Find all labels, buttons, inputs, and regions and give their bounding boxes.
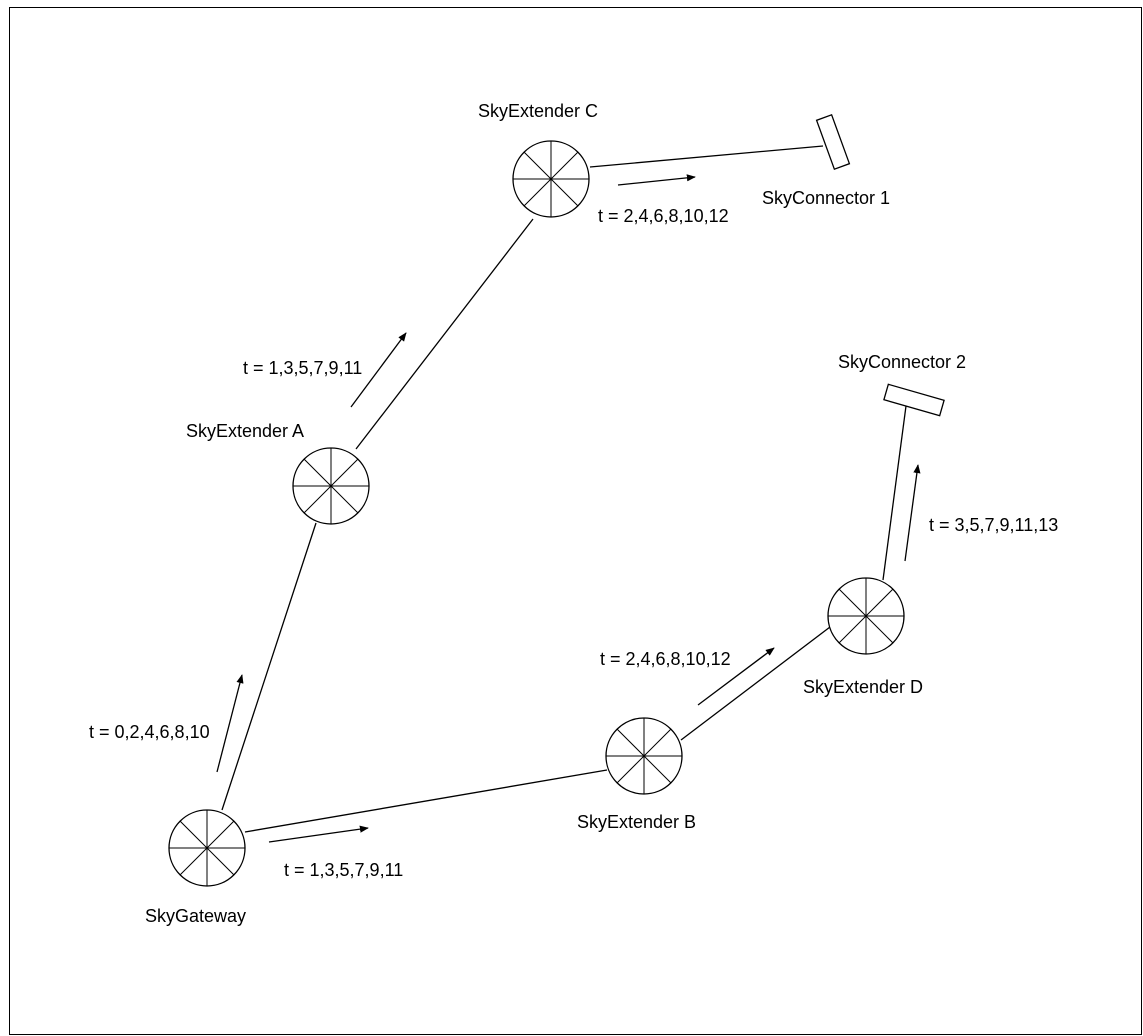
link-c-connector1 bbox=[589, 145, 824, 168]
timing-gateway-a-label: t = 0,2,4,6,8,10 bbox=[89, 722, 210, 742]
sky-extender-b-node bbox=[605, 717, 683, 795]
sky-extender-a-label: SkyExtender A bbox=[186, 421, 304, 441]
link-a-c bbox=[355, 218, 534, 450]
arrow-gateway-b bbox=[268, 825, 369, 843]
timing-b-d-label: t = 2,4,6,8,10,12 bbox=[600, 649, 731, 669]
sky-connector-1-shape bbox=[815, 113, 851, 171]
link-gateway-b bbox=[244, 769, 608, 833]
sky-extender-a-node bbox=[292, 447, 370, 525]
sky-connector-1-label: SkyConnector 1 bbox=[762, 188, 890, 208]
link-gateway-a bbox=[221, 522, 317, 811]
timing-c-connector1-label: t = 2,4,6,8,10,12 bbox=[598, 206, 729, 226]
diagram-frame bbox=[9, 7, 1142, 1035]
sky-extender-c-node bbox=[512, 140, 590, 218]
arrow-c-connector1 bbox=[617, 174, 696, 186]
sky-extender-d-node bbox=[827, 577, 905, 655]
sky-extender-c-label: SkyExtender C bbox=[478, 101, 598, 121]
sky-extender-d-label: SkyExtender D bbox=[803, 677, 923, 697]
sky-connector-2-shape bbox=[883, 383, 945, 417]
sky-gateway-node bbox=[168, 809, 246, 887]
arrow-gateway-a bbox=[216, 674, 244, 773]
timing-gateway-b-label: t = 1,3,5,7,9,11 bbox=[284, 860, 403, 880]
link-d-connector2 bbox=[882, 405, 907, 581]
arrow-a-c bbox=[350, 332, 407, 408]
arrow-d-connector2 bbox=[904, 464, 921, 562]
link-b-d bbox=[680, 626, 831, 741]
sky-extender-b-label: SkyExtender B bbox=[577, 812, 696, 832]
timing-d-connector2-label: t = 3,5,7,9,11,13 bbox=[929, 515, 1058, 535]
arrow-b-d bbox=[697, 647, 775, 706]
sky-connector-2-label: SkyConnector 2 bbox=[838, 352, 966, 372]
timing-a-c-label: t = 1,3,5,7,9,11 bbox=[243, 358, 362, 378]
sky-gateway-label: SkyGateway bbox=[145, 906, 246, 926]
